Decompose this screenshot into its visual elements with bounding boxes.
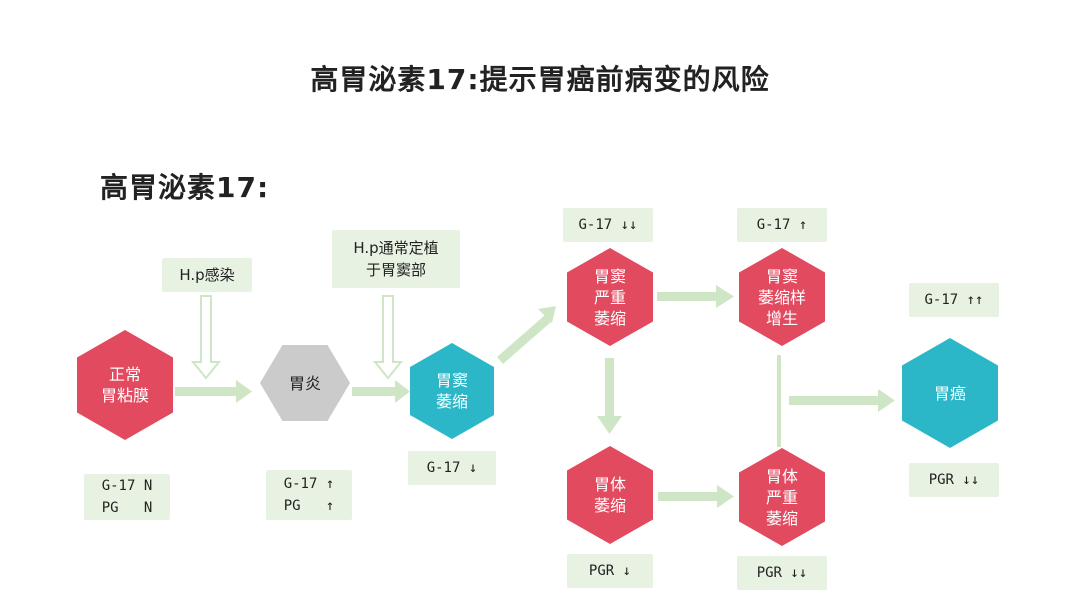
marker-text: G-17 ↑ <box>756 217 808 233</box>
marker-body-atrophy: PGR ↓ <box>567 554 653 588</box>
node-label: 萎缩 <box>593 308 626 328</box>
node-body-atrophy: 胃体 萎缩 <box>567 470 653 520</box>
marker-text: G-17 ↑↑ <box>924 292 984 308</box>
note-hp-infection: H.p感染 <box>162 258 252 292</box>
marker-antrum-severe: G-17 ↓↓ <box>563 208 653 242</box>
node-label: 胃体 <box>765 466 798 486</box>
arrow-body-to-body-severe <box>658 485 734 508</box>
node-normal-hex <box>77 330 173 440</box>
marker-gastritis: G-17 ↑ PG ↑ <box>266 470 352 520</box>
node-label: 正常 <box>108 365 141 384</box>
arrow-gastritis-to-antrum <box>352 380 410 403</box>
note-hp-colonize: H.p通常定植 于胃窦部 <box>332 230 460 288</box>
node-antrum-atrophy: 胃窦 萎缩 <box>410 363 494 419</box>
marker-cancer-pgr: PGR ↓↓ <box>909 463 999 497</box>
node-label: 胃窦 <box>435 371 468 390</box>
marker-cancer-g17: G-17 ↑↑ <box>909 283 999 317</box>
marker-antrum-hyperplasia: G-17 ↑ <box>737 208 827 242</box>
node-label: 胃窦 <box>765 266 798 286</box>
node-body-severe-atrophy: 胃体 严重 萎缩 <box>739 464 825 530</box>
node-antrum-hyperplasia: 胃窦 萎缩样 增生 <box>739 264 825 330</box>
arrow-hp-infection <box>190 295 222 380</box>
node-label: 萎缩 <box>593 496 626 515</box>
arrow-severe-to-body <box>597 358 622 434</box>
arrow-normal-to-gastritis <box>175 380 252 403</box>
marker-text: PGR ↓↓ <box>756 565 808 581</box>
marker-text: G-17 ↓↓ <box>578 217 638 233</box>
marker-body-severe: PGR ↓↓ <box>737 556 827 590</box>
note-text: 于胃窦部 <box>365 261 426 279</box>
arrow-severe-to-hyperplasia <box>657 285 734 308</box>
section-subtitle: 高胃泌素17: <box>100 171 270 204</box>
marker-text: PGR ↓ <box>588 563 632 579</box>
marker-text: G-17 N <box>101 478 153 494</box>
connector-to-cancer <box>777 355 895 447</box>
node-cancer-hex <box>902 338 998 448</box>
note-text: H.p感染 <box>179 266 235 284</box>
node-label: 增生 <box>765 308 798 328</box>
marker-normal: G-17 N PG N <box>84 474 170 520</box>
node-label: 胃体 <box>593 475 626 494</box>
node-body-severe-hex <box>739 448 825 546</box>
node-antrum-severe-hex <box>567 248 653 346</box>
node-body-atrophy-hex <box>567 446 653 544</box>
marker-text: G-17 ↑ <box>283 476 335 492</box>
marker-text: PG N <box>101 500 153 516</box>
note-text: H.p通常定植 <box>353 239 439 257</box>
node-label: 胃窦 <box>593 266 626 286</box>
arrow-antrum-to-severe <box>497 306 556 364</box>
marker-text: PG ↑ <box>283 498 335 514</box>
node-antrum-atrophy-hex <box>410 343 494 439</box>
arrow-hp-colonize <box>372 295 404 380</box>
node-label: 严重 <box>593 287 626 307</box>
node-label: 萎缩样 <box>757 287 806 307</box>
node-label: 胃炎 <box>288 373 321 393</box>
node-antrum-severe-atrophy: 胃窦 严重 萎缩 <box>567 264 653 330</box>
node-label: 萎缩 <box>765 508 798 528</box>
node-label: 胃粘膜 <box>100 386 149 405</box>
node-label: 胃癌 <box>933 383 966 403</box>
node-antrum-hyperplasia-hex <box>739 248 825 346</box>
node-label: 萎缩 <box>435 392 468 411</box>
marker-text: PGR ↓↓ <box>928 472 980 488</box>
node-cancer: 胃癌 <box>902 380 998 406</box>
marker-antrum-atrophy: G-17 ↓ <box>408 451 496 485</box>
node-gastritis-hex <box>260 345 350 421</box>
node-normal: 正常 胃粘膜 <box>77 357 173 413</box>
marker-text: G-17 ↓ <box>426 460 478 476</box>
page-title: 高胃泌素17:提示胃癌前病变的风险 <box>310 63 770 96</box>
node-gastritis: 胃炎 <box>260 370 350 396</box>
node-label: 严重 <box>765 487 798 507</box>
